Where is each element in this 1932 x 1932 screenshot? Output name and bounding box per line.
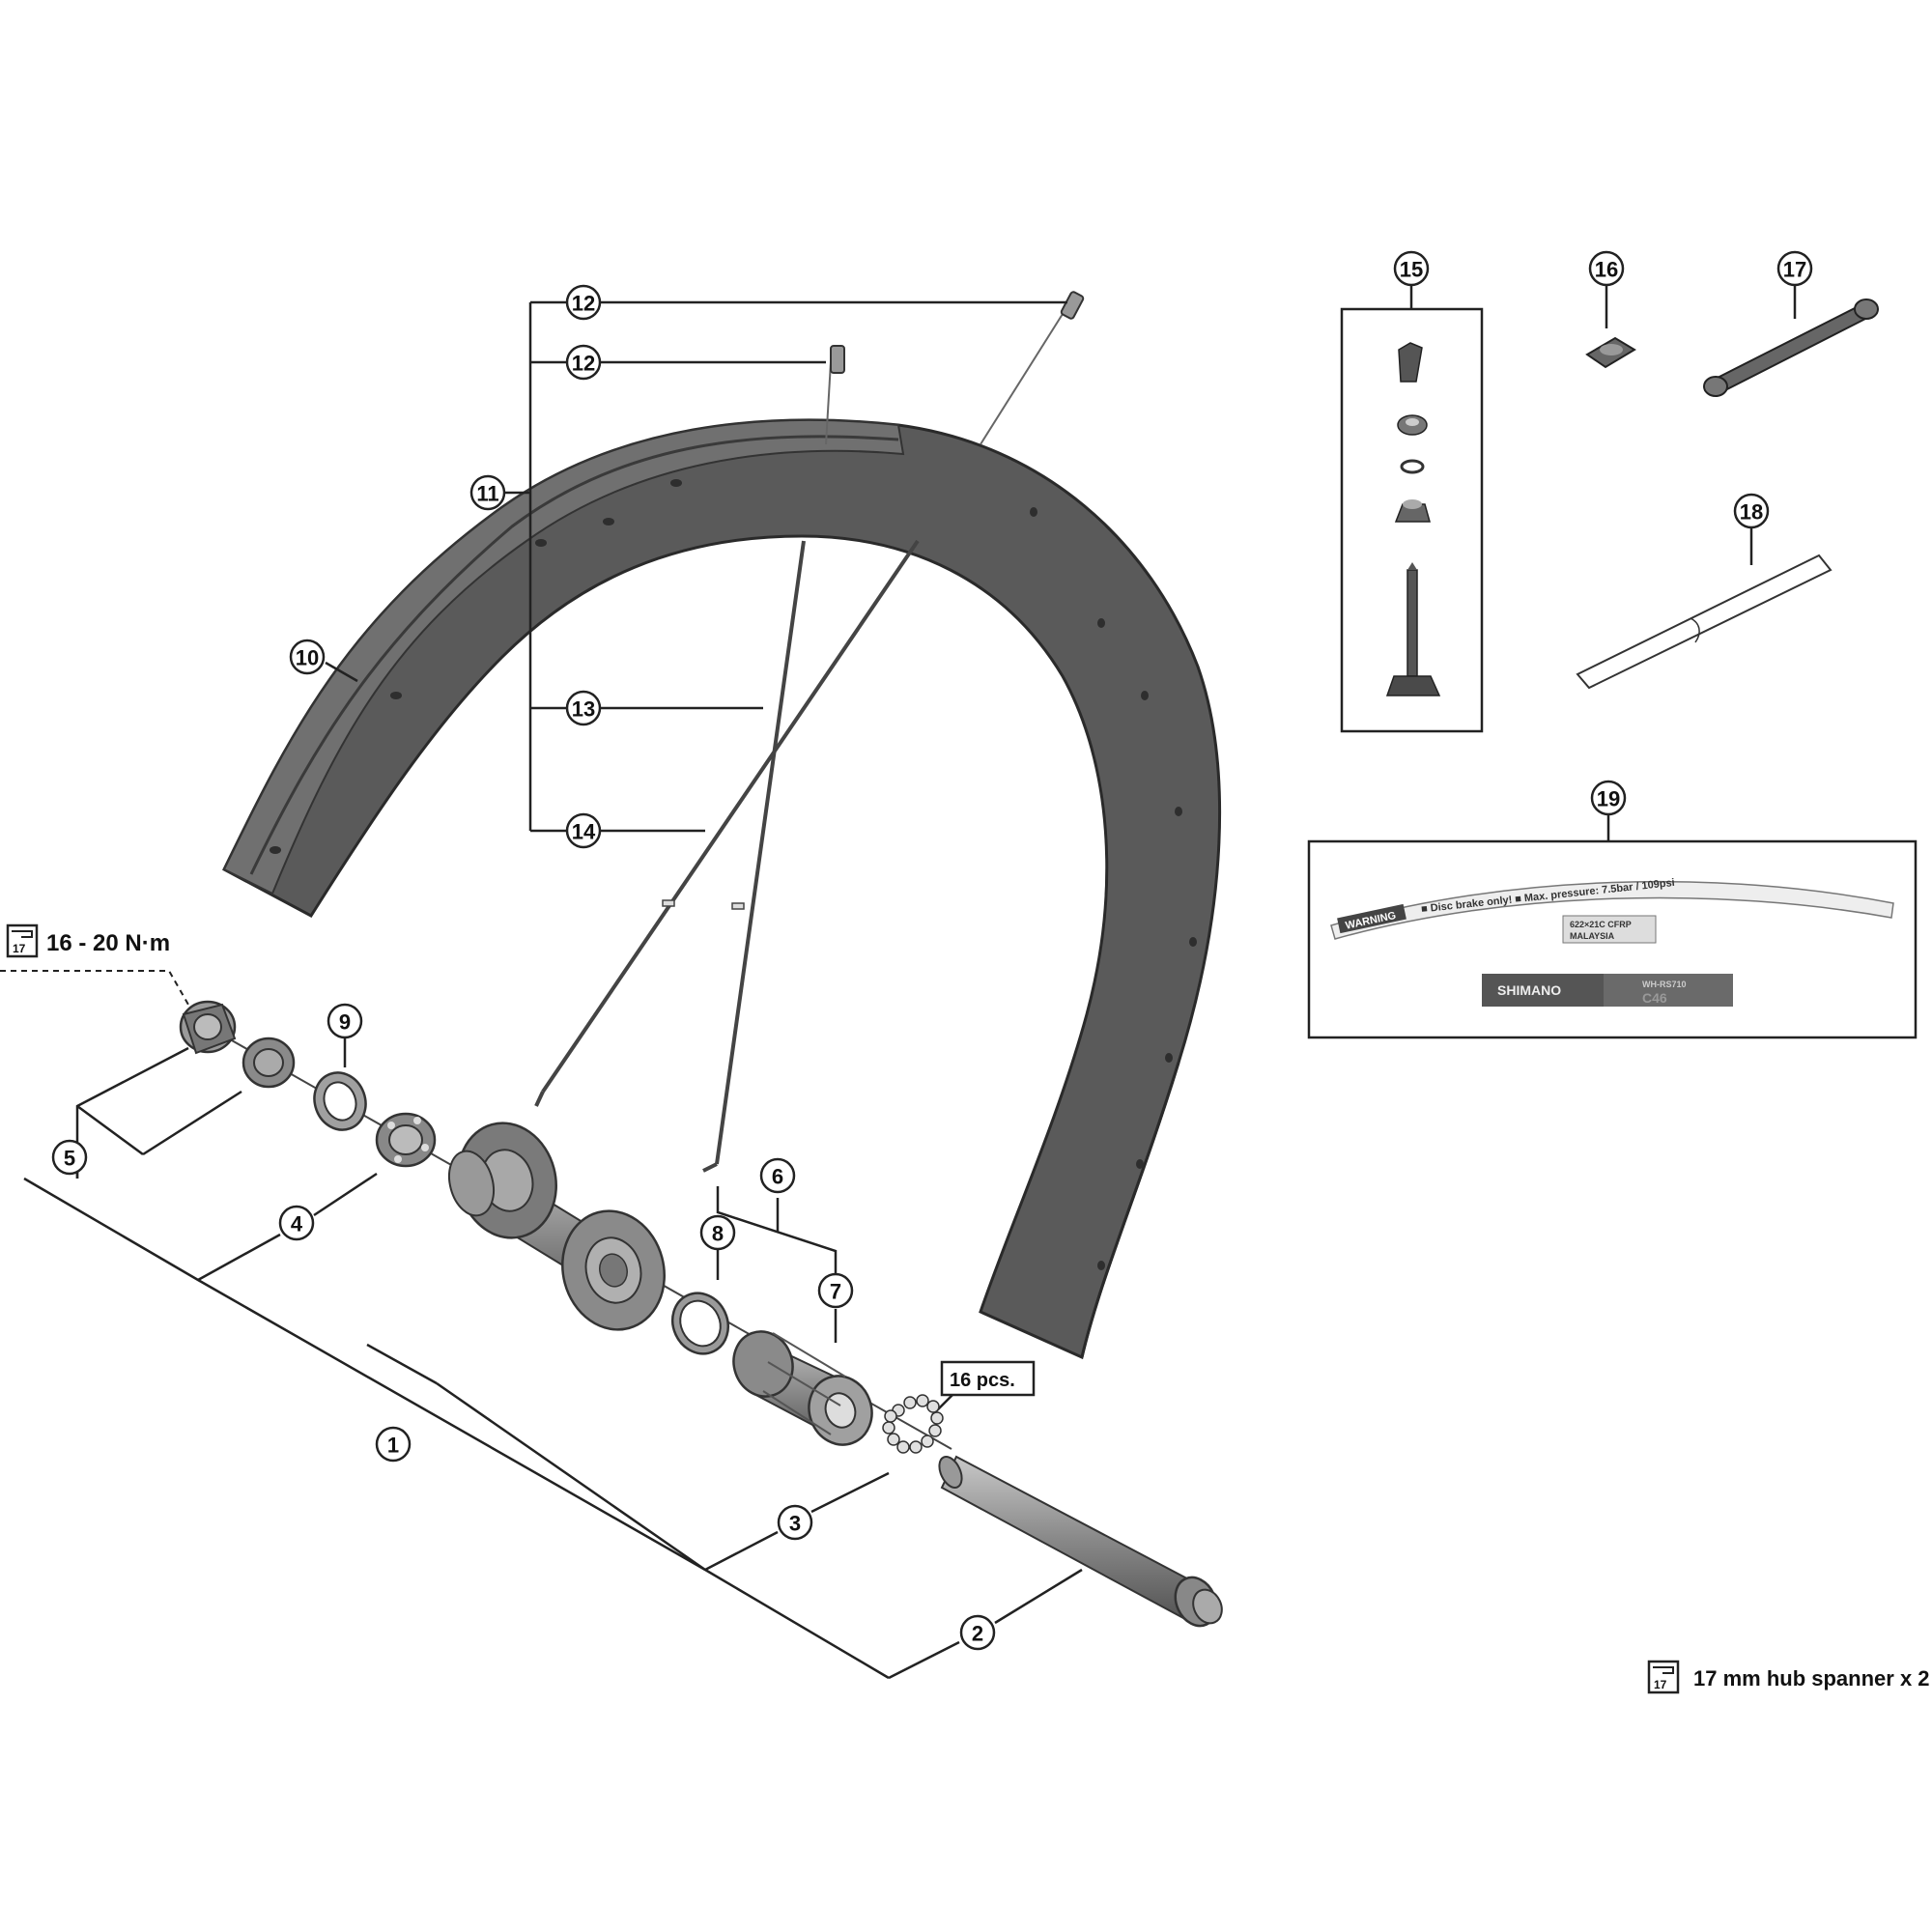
svg-text:19: 19 xyxy=(1597,787,1620,811)
freehub-seal-ring xyxy=(670,1292,730,1355)
svg-text:18: 18 xyxy=(1740,500,1763,525)
svg-text:16: 16 xyxy=(1595,258,1618,282)
rim-spoke-holes xyxy=(270,479,1197,1270)
callout-2: 2 xyxy=(959,1614,996,1651)
svg-text:3: 3 xyxy=(789,1512,801,1536)
bearing-cone xyxy=(375,1112,437,1168)
rim xyxy=(222,418,1222,1360)
ball-count-label: 16 pcs. xyxy=(940,1360,1036,1397)
tubeless-valve xyxy=(1385,562,1441,696)
rim-nut-part xyxy=(1585,336,1636,369)
end-cap-left xyxy=(179,1000,237,1055)
freehub-body xyxy=(732,1330,873,1446)
svg-text:17: 17 xyxy=(1654,1678,1667,1691)
leader-lines xyxy=(23,286,1797,1680)
torque-spec: 17 16 - 20 N·m xyxy=(6,923,170,958)
seal-ring xyxy=(313,1071,367,1131)
callout-11: 11 xyxy=(469,474,506,511)
axle xyxy=(938,1455,1223,1628)
decal-set-box: WARNING ■ Disc brake only! ■ Max. pressu… xyxy=(1307,839,1918,1039)
valve-cap xyxy=(1398,342,1423,383)
spoke-wrench xyxy=(1703,298,1879,397)
callout-19: 19 xyxy=(1590,780,1627,816)
torque-value: 16 - 20 N·m xyxy=(46,930,170,956)
nipple-upper xyxy=(1060,291,1085,320)
rim-bead-line xyxy=(249,435,899,875)
svg-text:8: 8 xyxy=(712,1222,724,1246)
callout-12-upper: 12 xyxy=(565,284,602,321)
wrench-size-icon: 17 xyxy=(6,923,39,958)
bearing-balls xyxy=(882,1394,944,1454)
decal-brand: SHIMANO xyxy=(1497,982,1561,998)
svg-text:17: 17 xyxy=(1783,258,1806,282)
callout-12-lower: 12 xyxy=(565,344,602,381)
svg-text:12: 12 xyxy=(572,292,595,316)
callout-14: 14 xyxy=(565,812,602,849)
svg-text:16 pcs.: 16 pcs. xyxy=(950,1370,1015,1391)
nipple-lower xyxy=(830,345,845,374)
callout-13: 13 xyxy=(565,690,602,726)
svg-text:15: 15 xyxy=(1400,258,1423,282)
svg-text:10: 10 xyxy=(296,646,319,670)
spoke-upper-1 xyxy=(825,361,832,445)
svg-text:1: 1 xyxy=(387,1434,399,1458)
decal-origin: MALAYSIA xyxy=(1570,931,1615,941)
spoke-14 xyxy=(534,539,920,1107)
callout-bubbles: 1 2 3 4 5 6 7 8 9 10 11 12 12 13 14 15 1… xyxy=(51,250,1813,1651)
callout-16: 16 xyxy=(1588,250,1625,287)
spoke-upper-2 xyxy=(980,313,1064,445)
valve-o-ring xyxy=(1400,459,1425,474)
tool-note-text: 17 mm hub spanner x 2 xyxy=(1693,1666,1930,1690)
svg-text:4: 4 xyxy=(291,1212,303,1236)
callout-10: 10 xyxy=(289,639,326,675)
tool-note: 17 17 mm hub spanner x 2 xyxy=(1647,1660,1930,1694)
callout-1: 1 xyxy=(375,1426,412,1463)
valve-kit-box xyxy=(1340,307,1484,733)
callout-6: 6 xyxy=(759,1157,796,1194)
valve-nut xyxy=(1397,414,1428,436)
rim-brake-track xyxy=(222,418,905,895)
callout-15: 15 xyxy=(1393,250,1430,287)
torque-leader xyxy=(0,970,189,1006)
rim-inner-edge xyxy=(1080,1062,1180,1358)
callout-8: 8 xyxy=(699,1214,736,1251)
wrench-size-icon: 17 xyxy=(1647,1660,1680,1694)
svg-text:9: 9 xyxy=(339,1010,351,1035)
svg-text:7: 7 xyxy=(830,1280,841,1304)
callout-3: 3 xyxy=(777,1504,813,1541)
decal-model: WH-RS710 xyxy=(1642,980,1687,989)
svg-text:12: 12 xyxy=(572,352,595,376)
end-cap-right-threaded xyxy=(242,1037,296,1089)
decal-tire-size: 622×21C CFRP xyxy=(1570,920,1632,929)
callout-4: 4 xyxy=(278,1205,315,1241)
svg-text:13: 13 xyxy=(572,697,595,722)
spoke-13 xyxy=(702,540,806,1173)
svg-text:14: 14 xyxy=(572,820,596,844)
svg-text:17: 17 xyxy=(13,942,26,955)
svg-text:6: 6 xyxy=(772,1165,783,1189)
decal-warning-strip xyxy=(1330,880,1894,940)
callout-18: 18 xyxy=(1733,493,1770,529)
callout-7: 7 xyxy=(817,1272,854,1309)
svg-text:11: 11 xyxy=(476,482,498,506)
callout-17: 17 xyxy=(1776,250,1813,287)
valve-seat xyxy=(1394,499,1431,523)
rim-tape xyxy=(1576,554,1833,690)
svg-text:5: 5 xyxy=(64,1147,75,1171)
hub-body xyxy=(447,1122,666,1331)
callout-9: 9 xyxy=(327,1003,363,1039)
callout-5: 5 xyxy=(51,1139,88,1176)
svg-text:2: 2 xyxy=(972,1622,983,1646)
decal-series: C46 xyxy=(1642,990,1667,1006)
